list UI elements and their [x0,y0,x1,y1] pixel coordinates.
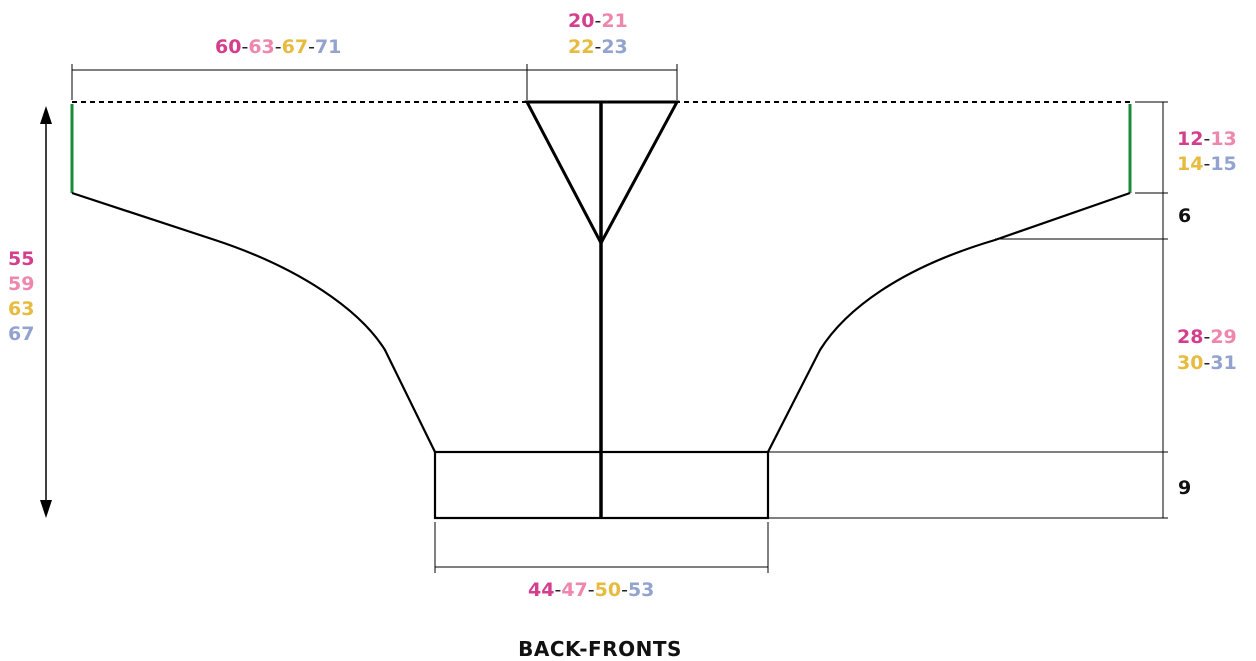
shoulder-depth-label-line1: 12-13 [1177,128,1237,150]
shoulder-depth-label-line2: 14-15 [1177,153,1237,175]
bottom-width-label: 44-47-50-53 [528,579,655,601]
neck-width-size2: 21 [601,10,628,32]
neck-width-size3: 22 [568,36,595,58]
neck-width-label-line2: 22-23 [568,36,628,58]
shoulder-depth-size4: 15 [1210,153,1237,175]
side-depth-size2: 29 [1210,326,1237,348]
diagram-title: BACK-FRONTS [518,637,682,661]
shoulder-depth-size2: 13 [1210,128,1237,150]
side-depth-size1: 28 [1177,326,1204,348]
top-width-size3: 67 [281,36,309,58]
bottom-width-size3: 50 [594,579,622,601]
neck-width-label-line1: 20-21 [568,10,628,32]
bottom-width-size1: 44 [528,579,555,601]
sleeve-drop-label: 6 [1178,205,1192,227]
length-arrowhead-top [40,106,52,124]
top-width-size2: 63 [248,36,275,58]
left-body-outline [71,191,436,453]
right-body-outline [767,191,1131,453]
shoulder-depth-size1: 12 [1177,128,1204,150]
bottom-width-size2: 47 [561,579,588,601]
length-size2: 59 [8,273,35,295]
top-width-size1: 60 [215,36,242,58]
shoulder-depth-size3: 14 [1177,153,1204,175]
top-width-size4: 71 [314,36,342,58]
side-depth-label-line2: 30-31 [1177,352,1237,374]
side-depth-size3: 30 [1177,352,1204,374]
neck-width-size4: 23 [601,36,628,58]
side-depth-size4: 31 [1210,352,1237,374]
length-size3: 63 [8,298,35,320]
length-size4: 67 [8,323,35,345]
ribbing-label: 9 [1178,477,1192,499]
neck-width-size1: 20 [568,10,595,32]
length-arrowhead-bottom [40,500,52,518]
length-size1: 55 [8,248,35,270]
side-depth-label-line1: 28-29 [1177,326,1237,348]
bottom-width-size4: 53 [627,579,655,601]
top-width-label: 60-63-67-71 [215,36,342,58]
